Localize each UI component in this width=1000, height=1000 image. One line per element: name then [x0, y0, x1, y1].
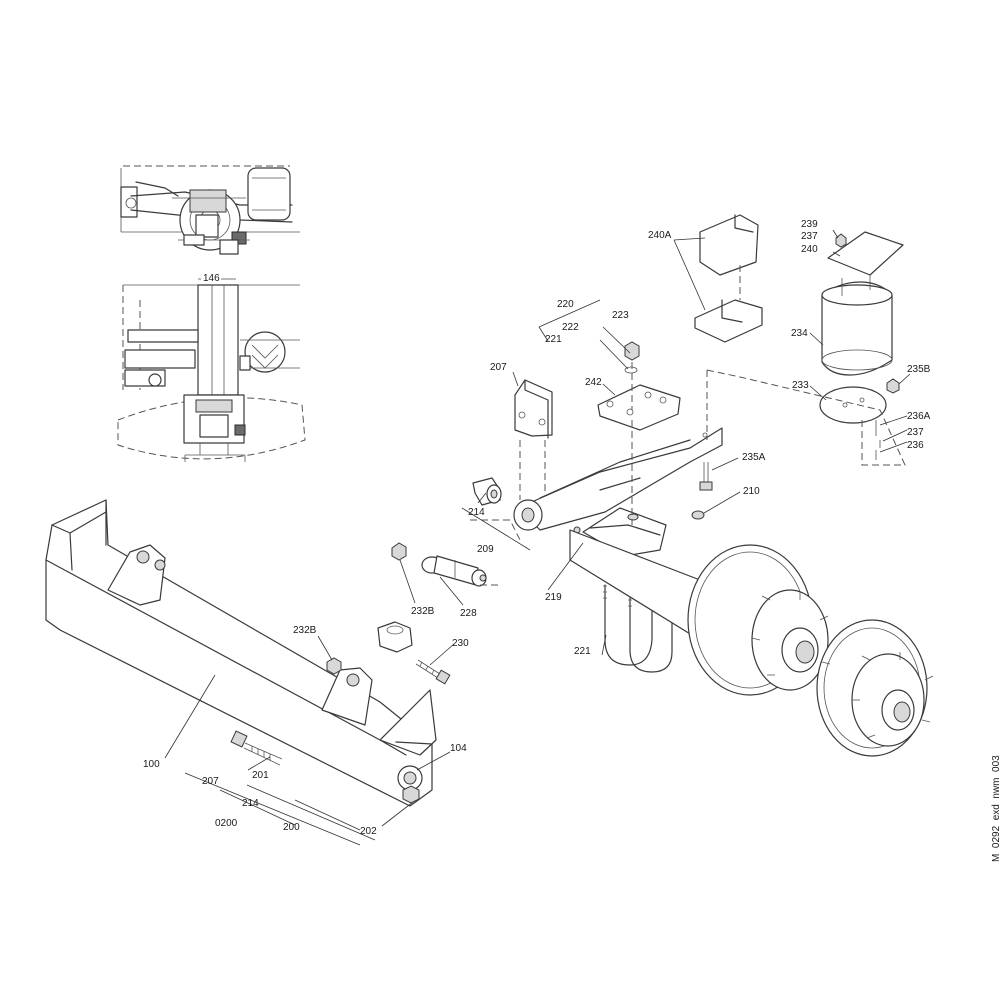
callout-209: 209: [477, 544, 494, 555]
bolt-201: [230, 730, 283, 766]
callout-221-lower: 221: [574, 646, 591, 657]
nut-235B: [886, 378, 900, 394]
brackets-240A: [694, 214, 763, 343]
dimension-label: 146: [203, 273, 220, 284]
callout-223: 223: [612, 310, 629, 321]
callout-201: 201: [252, 770, 269, 781]
callout-233: 233: [792, 380, 809, 391]
drawing-id-label: M_0292_exd_nwm_003: [979, 742, 1000, 862]
nut-232B-upper: [391, 542, 407, 561]
callout-228: 228: [460, 608, 477, 619]
u-bolts-221: [603, 584, 673, 673]
nut-232B-lower: [326, 657, 342, 675]
screw-230: [415, 659, 451, 685]
washer-210: [691, 510, 705, 520]
bushing-lower: [377, 621, 413, 653]
callout-221-upper: 221: [545, 334, 562, 345]
callout-100: 100: [143, 759, 160, 770]
callout-242: 242: [585, 377, 602, 388]
top-plate-240: [827, 231, 904, 276]
callout-104: 104: [450, 743, 467, 754]
shock-absorber: [421, 555, 487, 587]
callout-214-lower: 214: [242, 798, 259, 809]
trailing-arm: [513, 427, 723, 531]
callout-200: 200: [283, 822, 300, 833]
callout-240: 240: [801, 244, 818, 255]
callout-219: 219: [545, 592, 562, 603]
callout-202: 202: [360, 826, 377, 837]
callout-210: 210: [743, 486, 760, 497]
bolts-236: [875, 420, 881, 460]
callout-240A: 240A: [648, 230, 672, 241]
top-plate-242: [597, 384, 681, 431]
axle-assembly: [569, 529, 934, 757]
callout-222: 222: [562, 322, 579, 333]
callout-214-upper: 214: [468, 507, 485, 518]
callout-220: 220: [557, 299, 574, 310]
callout-235A: 235A: [742, 452, 766, 463]
washer-222: [624, 366, 638, 374]
callout-230: 230: [452, 638, 469, 649]
nut-239: [835, 233, 847, 248]
bolt-235A: [699, 462, 713, 491]
callout-0200: 0200: [215, 818, 238, 829]
callout-234: 234: [791, 328, 808, 339]
callout-235B: 235B: [907, 364, 931, 375]
bushing-214: [472, 477, 502, 506]
bottom-plate-233: [819, 386, 887, 424]
inset-rear-view: 146: [117, 273, 306, 462]
callout-232B-upper: 232B: [411, 606, 435, 617]
callout-237: 237: [801, 231, 818, 242]
nut-223: [624, 341, 640, 361]
alignment-dashes: [470, 265, 906, 586]
bracket-207: [514, 379, 553, 439]
leader-lines: [164, 229, 911, 846]
callout-237-lower: 237: [907, 427, 924, 438]
hanger-subframe: [45, 499, 437, 807]
callout-232B-lower: 232B: [293, 625, 317, 636]
callout-207-lower: 207: [202, 776, 219, 787]
drawing-id-text: M_0292_exd_nwm_003: [991, 755, 1000, 862]
air-spring-234: [821, 275, 893, 376]
callout-236A: 236A: [907, 411, 931, 422]
nut-202: [402, 785, 420, 804]
callout-239: 239: [801, 219, 818, 230]
inset-side-view: [120, 165, 300, 255]
callout-236: 236: [907, 440, 924, 451]
callout-207-upper: 207: [490, 362, 507, 373]
callout-labels: 240A 239 237 240 220 223 222 221 234 207…: [143, 219, 931, 837]
